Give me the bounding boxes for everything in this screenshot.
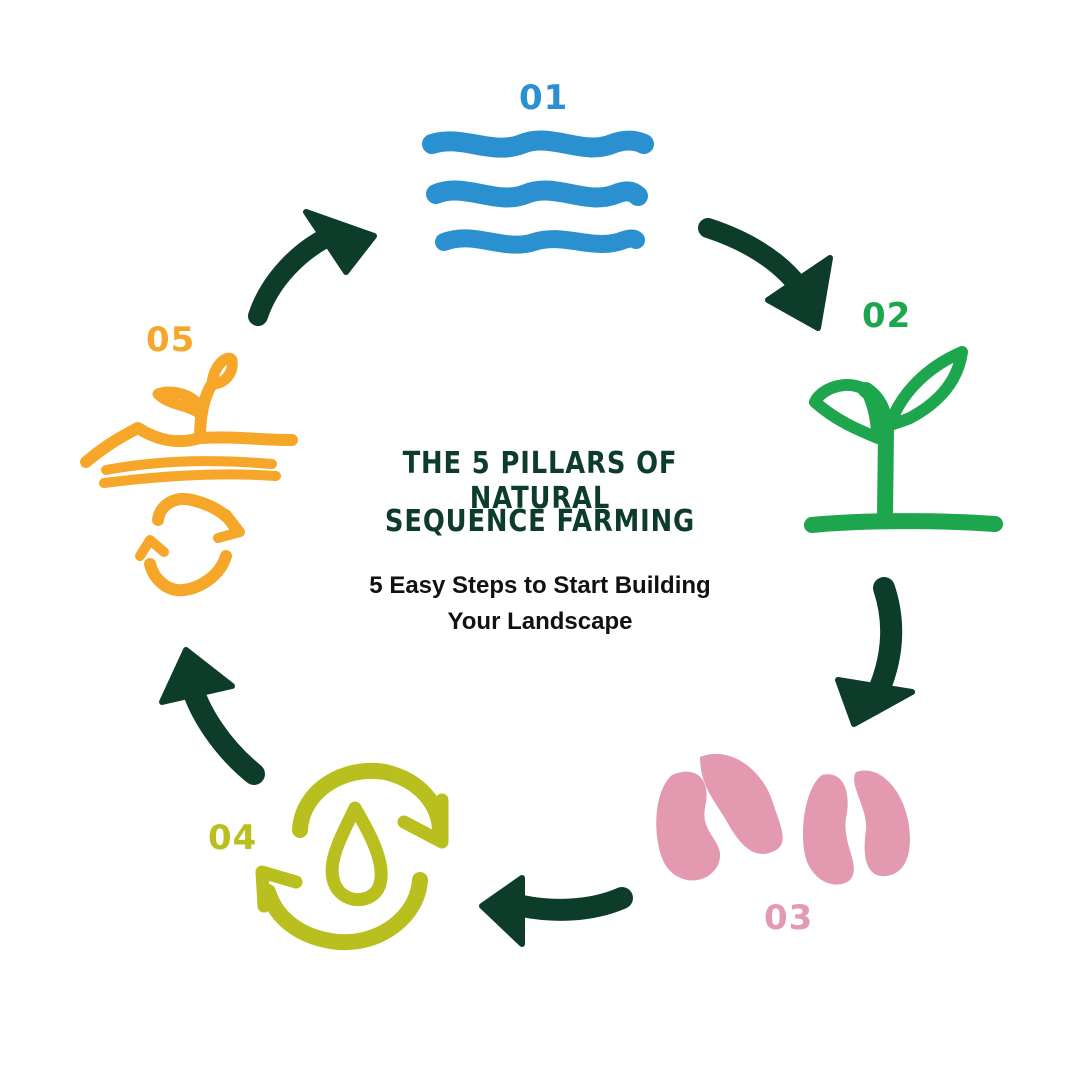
arrow-3-to-4-icon xyxy=(479,875,633,947)
subtitle-line-1: 5 Easy Steps to Start Building xyxy=(369,572,711,599)
seedling-cycle-icon xyxy=(80,352,298,597)
page-title-line-2: SEQUENCE FARMING xyxy=(384,504,696,539)
step-04-number: 04 xyxy=(208,818,258,858)
sprout-icon xyxy=(804,346,1003,533)
arrow-1-to-2-icon xyxy=(698,218,833,331)
step-03-number: 03 xyxy=(764,898,814,938)
step-02-number: 02 xyxy=(862,296,912,336)
arrow-2-to-3-icon xyxy=(835,577,915,727)
subtitle-line-2: Your Landscape xyxy=(447,608,633,635)
arrow-4-to-5-icon xyxy=(159,647,265,785)
seeds-icon xyxy=(656,753,910,885)
water-waves-icon xyxy=(422,130,654,254)
step-05-number: 05 xyxy=(146,320,196,360)
page-title-line-1: THE 5 PILLARS OF NATURAL xyxy=(402,446,678,516)
step-01-number: 01 xyxy=(519,78,569,118)
arrow-5-to-1-icon xyxy=(248,209,377,326)
water-cycle-icon xyxy=(255,762,449,951)
